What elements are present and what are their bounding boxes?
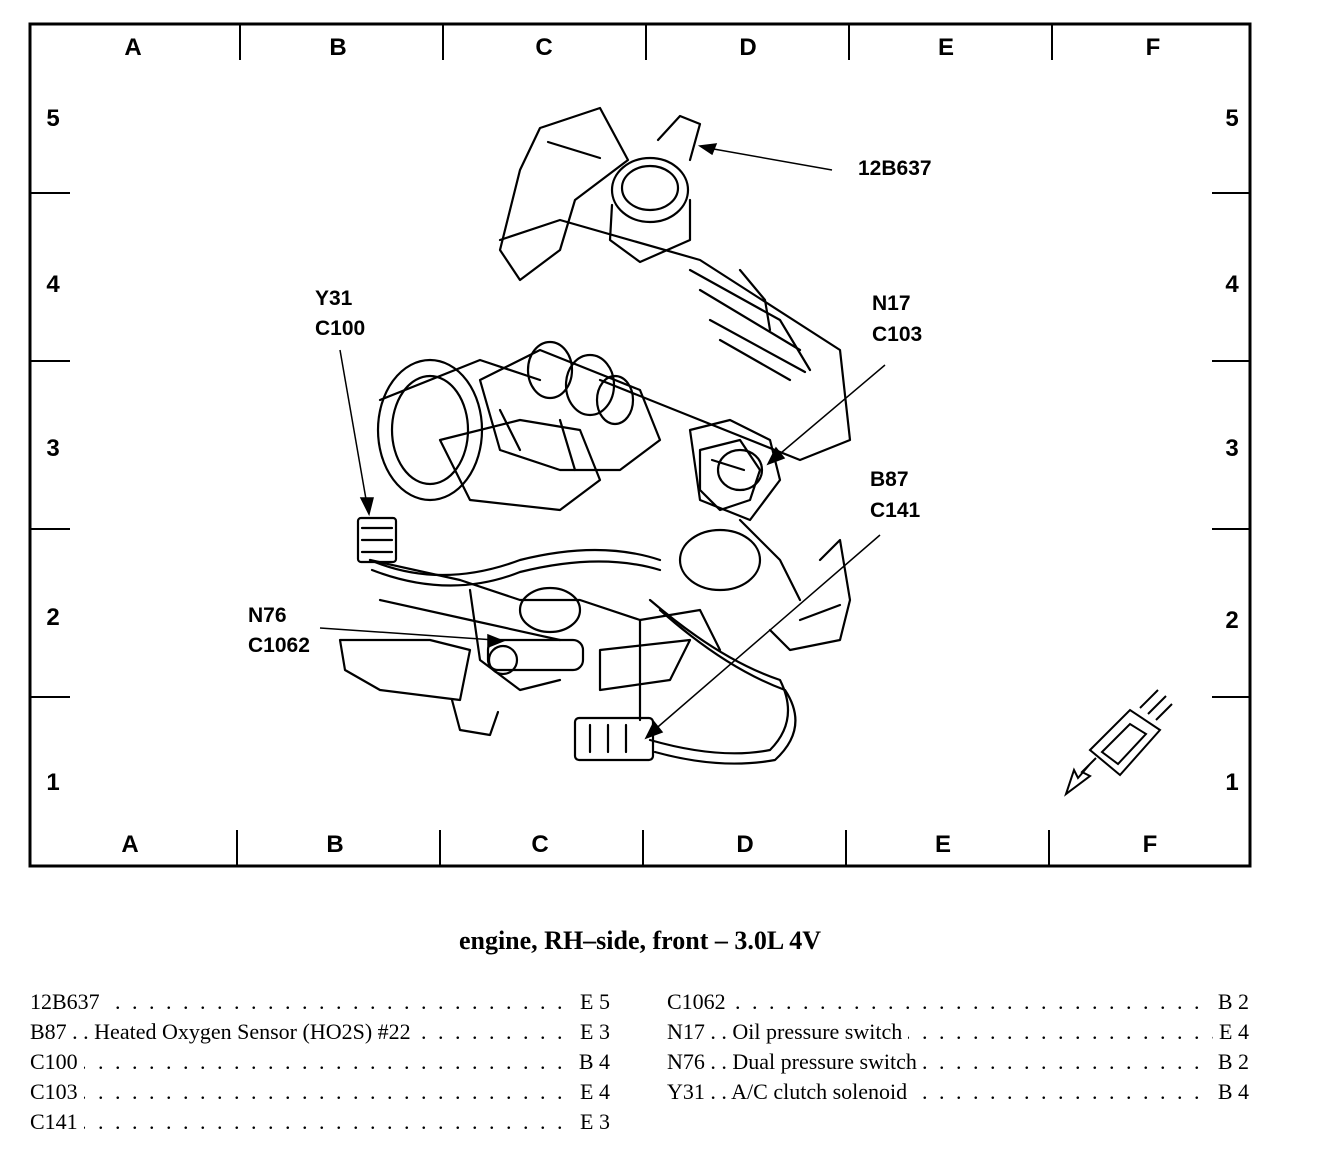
- index-row: . . . . . . . . . . . . . . . . . . . . …: [30, 987, 610, 1017]
- index-row: . . . . . . . . . . . . . . . . . . . . …: [30, 1017, 610, 1047]
- connector-orientation-icon: [1064, 689, 1173, 797]
- index-location: B 2: [1211, 1047, 1249, 1077]
- index-row: . . . . . . . . . . . . . . . . . . . . …: [30, 1077, 610, 1107]
- col-label-d-top: D: [739, 34, 756, 61]
- row-label-5-right: 5: [1225, 105, 1238, 132]
- row-label-3-right: 3: [1225, 435, 1238, 462]
- col-label-b-top: B: [329, 34, 346, 61]
- index-label: C1062: [667, 989, 732, 1014]
- col-label-f-bottom: F: [1143, 831, 1158, 858]
- callout-c1062: C1062: [248, 634, 310, 657]
- callout-b87: B87: [870, 468, 909, 491]
- row-label-4-left: 4: [46, 271, 60, 298]
- col-label-c-top: C: [535, 34, 552, 61]
- index-row: . . . . . . . . . . . . . . . . . . . . …: [667, 1077, 1249, 1107]
- col-label-f-top: F: [1146, 34, 1161, 61]
- diagram-border: [28, 22, 1252, 868]
- col-label-d-bottom: D: [736, 831, 753, 858]
- component-index-right: . . . . . . . . . . . . . . . . . . . . …: [667, 987, 1249, 1107]
- index-location: E 4: [1213, 1017, 1249, 1047]
- index-row: . . . . . . . . . . . . . . . . . . . . …: [30, 1107, 610, 1137]
- row-label-3-left: 3: [46, 435, 59, 462]
- index-location: B 4: [572, 1047, 610, 1077]
- engine-locator-diagram: A B C D E F A B C D E F 5 4 3 2 1 5 4 3 …: [28, 22, 1252, 868]
- index-label: 12B637: [30, 989, 106, 1014]
- index-label: C100: [30, 1049, 84, 1074]
- row-label-1-right: 1: [1225, 769, 1238, 796]
- index-label: N76 . . Dual pressure switch: [667, 1049, 923, 1074]
- index-location: E 5: [574, 987, 610, 1017]
- index-label: B87 . . Heated Oxygen Sensor (HO2S) #22: [30, 1019, 417, 1044]
- callout-c103: C103: [872, 323, 922, 346]
- index-row: . . . . . . . . . . . . . . . . . . . . …: [667, 1047, 1249, 1077]
- index-row: . . . . . . . . . . . . . . . . . . . . …: [667, 1017, 1249, 1047]
- callout-c141: C141: [870, 499, 921, 522]
- row-label-1-left: 1: [46, 769, 59, 796]
- row-ticks: [30, 192, 1250, 698]
- index-label: C103: [30, 1079, 84, 1104]
- col-label-a-top: A: [124, 34, 141, 61]
- index-row: . . . . . . . . . . . . . . . . . . . . …: [667, 987, 1249, 1017]
- index-row: . . . . . . . . . . . . . . . . . . . . …: [30, 1047, 610, 1077]
- index-location: E 3: [574, 1017, 610, 1047]
- index-location: E 3: [574, 1107, 610, 1137]
- col-label-a-bottom: A: [121, 831, 138, 858]
- callout-c100: C100: [315, 317, 365, 340]
- callout-12b637: 12B637: [858, 157, 932, 180]
- engine-illustration: [338, 106, 852, 765]
- callout-leaders: [319, 143, 886, 740]
- callout-y31: Y31: [315, 287, 353, 310]
- index-location: E 4: [574, 1077, 610, 1107]
- row-label-4-right: 4: [1225, 271, 1239, 298]
- row-label-2-right: 2: [1225, 607, 1238, 634]
- col-label-e-bottom: E: [935, 831, 951, 858]
- row-label-2-left: 2: [46, 604, 59, 631]
- col-label-b-bottom: B: [326, 831, 343, 858]
- index-label: Y31 . . A/C clutch solenoid: [667, 1079, 914, 1104]
- index-location: B 2: [1211, 987, 1249, 1017]
- callout-n76: N76: [248, 604, 287, 627]
- col-label-e-top: E: [938, 34, 954, 61]
- index-label: N17 . . Oil pressure switch: [667, 1019, 909, 1044]
- col-label-c-bottom: C: [531, 831, 548, 858]
- component-index-left: . . . . . . . . . . . . . . . . . . . . …: [30, 987, 610, 1137]
- bottom-column-ticks: [236, 830, 1050, 866]
- row-label-5-left: 5: [46, 105, 59, 132]
- top-column-ticks: [239, 24, 1053, 60]
- callout-n17: N17: [872, 292, 911, 315]
- index-location: B 4: [1211, 1077, 1249, 1107]
- diagram-caption: engine, RH–side, front – 3.0L 4V: [458, 926, 822, 955]
- index-label: C141: [30, 1109, 84, 1134]
